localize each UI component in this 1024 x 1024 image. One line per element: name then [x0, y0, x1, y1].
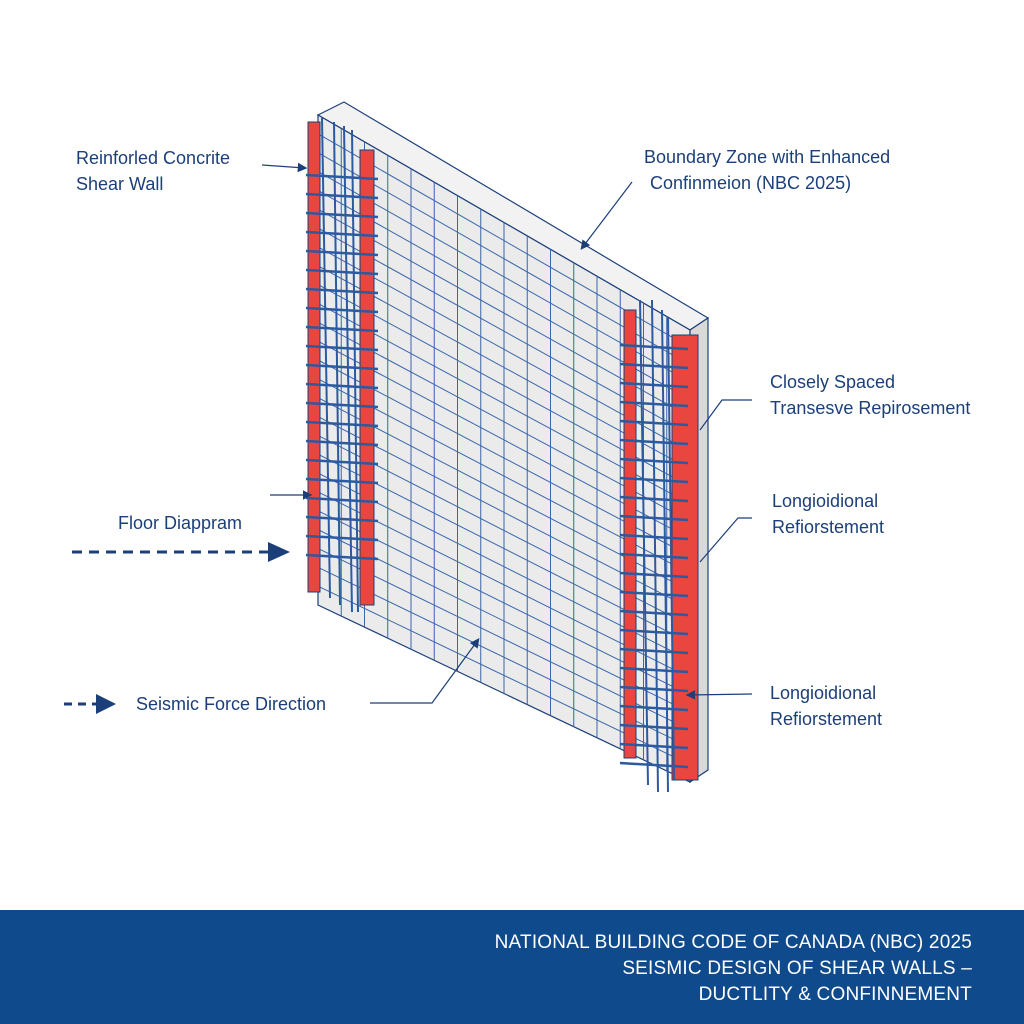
transverse-tie: [305, 268, 379, 276]
longitudinal-bar: [651, 299, 659, 793]
transverse-tie: [619, 552, 689, 560]
transverse-tie: [619, 362, 689, 370]
longitudinal-bar: [333, 121, 341, 606]
transverse-tie: [305, 515, 379, 523]
web-reinforcement-mesh: [317, 128, 691, 771]
transverse-tie: [305, 344, 379, 352]
transverse-tie: [619, 742, 689, 750]
transverse-tie: [305, 401, 379, 409]
longitudinal-bar: [639, 299, 649, 786]
transverse-tie: [305, 553, 379, 561]
transverse-tie: [619, 438, 689, 446]
transverse-tie: [619, 609, 689, 617]
shear-wall-label: Reinforled Concrite Shear Wall: [76, 148, 235, 194]
transverse-tie: [305, 173, 379, 181]
transverse-tie: [305, 420, 379, 428]
transverse-tie: [619, 628, 689, 636]
transverse-tie: [305, 249, 379, 257]
transverse-tie: [305, 192, 379, 200]
leader-lines: [261, 162, 753, 704]
transverse-tie: [619, 666, 689, 674]
boundary-zone-label: Boundary Zone with Enhanced Confinmeion …: [644, 147, 895, 193]
transverse-tie: [619, 647, 689, 655]
transverse-tie: [305, 363, 379, 371]
transverse-reinforcement-label: Closely Spaced Transesve Repirosement: [770, 372, 970, 418]
transverse-tie: [619, 533, 689, 541]
left-boundary-zone: [305, 117, 379, 613]
longitudinal-bar: [343, 125, 353, 613]
transverse-tie: [305, 211, 379, 219]
transverse-tie: [619, 476, 689, 484]
longitudinal-bar: [661, 309, 669, 793]
longitudinal-bar: [351, 129, 359, 613]
seismic-legend-arrow: [64, 694, 116, 714]
footer-title-line-1: NATIONAL BUILDING CODE OF CANADA (NBC) 2…: [494, 932, 972, 953]
transverse-tie: [619, 590, 689, 598]
transverse-tie: [619, 514, 689, 522]
transverse-tie: [619, 495, 689, 503]
floor-force-arrow: [72, 542, 290, 562]
transverse-tie: [619, 723, 689, 731]
shear-wall-diagram: Reinforled Concrite Shear Wall Boundary …: [64, 101, 970, 793]
longitudinal-reinforcement-label-lower: Longioidional Refiorstement: [770, 683, 882, 729]
transverse-tie: [305, 382, 379, 390]
longitudinal-reinforcement-label-upper: Longioidional Refiorstement: [772, 491, 884, 537]
transverse-tie: [305, 458, 379, 466]
footer-title-line-3: DUCTLITY & CONFINNEMENT: [698, 984, 972, 1005]
transverse-tie: [619, 457, 689, 465]
transverse-tie: [305, 325, 379, 333]
footer-title-line-2: SEISMIC DESIGN OF SHEAR WALLS –: [622, 958, 972, 979]
transverse-tie: [619, 685, 689, 693]
transverse-tie: [619, 571, 689, 579]
transverse-tie: [619, 381, 689, 389]
transverse-tie: [305, 477, 379, 485]
footer-banner: NATIONAL BUILDING CODE OF CANADA (NBC) 2…: [0, 910, 1024, 1024]
transverse-tie: [305, 287, 379, 295]
transverse-tie: [305, 230, 379, 238]
transverse-tie: [619, 400, 689, 408]
transverse-tie: [619, 419, 689, 427]
transverse-tie: [305, 496, 379, 504]
longitudinal-bar: [667, 317, 675, 781]
transverse-tie: [305, 306, 379, 314]
floor-diaphragm-label: Floor Diappram: [118, 513, 242, 533]
transverse-tie: [305, 439, 379, 447]
transverse-tie: [305, 534, 379, 542]
transverse-tie: [619, 761, 689, 769]
transverse-tie: [619, 343, 689, 351]
right-boundary-zone: [619, 299, 699, 793]
seismic-force-label: Seismic Force Direction: [136, 694, 326, 714]
transverse-tie: [619, 704, 689, 712]
